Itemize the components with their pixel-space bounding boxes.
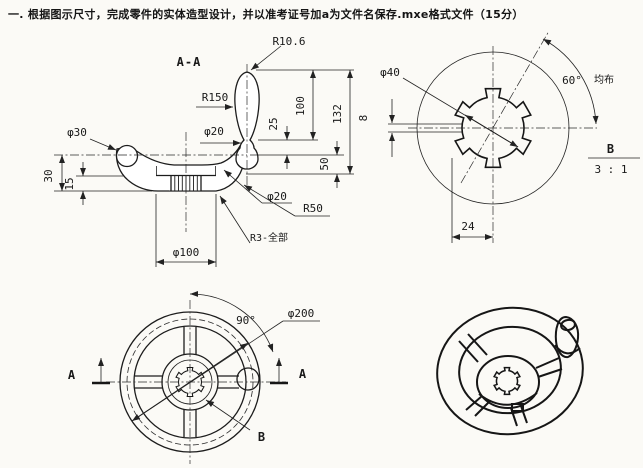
detail-label: B xyxy=(607,142,615,156)
dim-d40: φ40 xyxy=(380,66,400,79)
dim-132: 132 xyxy=(331,104,344,124)
dim-25: 25 xyxy=(267,117,280,130)
detail-ref-label: B xyxy=(258,430,266,444)
iso-handle-grip xyxy=(554,315,580,359)
dim-d20-rim: φ20 xyxy=(267,190,287,203)
detail-centerlines xyxy=(408,30,597,243)
detail-dimension-lines xyxy=(388,38,599,243)
front-view: 90° φ200 A A B xyxy=(68,291,320,464)
dim-50: 50 xyxy=(318,157,331,170)
iso-rim-outer xyxy=(436,306,584,436)
dim-90deg: 90° xyxy=(236,314,256,327)
cutting-plane-marks xyxy=(92,358,288,385)
iso-spline-hole xyxy=(493,366,521,396)
cut-label-left: A xyxy=(68,368,76,382)
dim-24: 24 xyxy=(461,220,475,233)
iso-hub-keymark xyxy=(511,403,524,412)
dim-d200: φ200 xyxy=(288,307,315,320)
dim-d30: φ30 xyxy=(67,126,87,139)
dim-r10-6: R10.6 xyxy=(272,35,305,48)
dim-r150: R150 xyxy=(202,91,229,104)
hub-bore-edges xyxy=(156,166,216,176)
dim-15: 15 xyxy=(63,177,76,190)
dim-60deg: 60° xyxy=(562,74,582,87)
dim-30: 30 xyxy=(42,169,55,182)
section-view-a-a: A-A R10.6 R150 φ30 φ20 25 100 132 50 φ20… xyxy=(42,35,354,267)
dim-d20-shaft: φ20 xyxy=(204,125,224,138)
handle-boss-circle xyxy=(236,367,260,391)
exercise-title: 一. 根据图示尺寸，完成零件的实体造型设计，并以准考证号加a为文件名保存.mxe… xyxy=(8,8,524,21)
spline-teeth xyxy=(170,175,202,191)
dim-r50: R50 xyxy=(303,202,323,215)
dim-8: 8 xyxy=(357,115,370,122)
section-extension-lines xyxy=(54,69,354,267)
iso-hub-base-arc xyxy=(478,392,538,406)
section-dimension-lines xyxy=(59,70,353,265)
front-dimension-lines xyxy=(131,291,320,422)
section-label: A-A xyxy=(177,55,202,69)
dim-r3-all: R3-全部 xyxy=(250,231,288,244)
section-leaders xyxy=(89,45,330,244)
dim-d100: φ100 xyxy=(173,246,200,259)
iso-rim-inner xyxy=(458,325,562,415)
detail-scale: 3 : 1 xyxy=(594,163,627,176)
rim-section-circle xyxy=(116,145,138,167)
iso-hub xyxy=(476,355,540,409)
detail-ref-leader xyxy=(205,399,251,431)
iso-handle-top-face xyxy=(560,318,576,332)
spline-window xyxy=(169,175,201,191)
rim-section-hatch xyxy=(115,144,139,168)
iso-handle-base-arc xyxy=(554,344,581,355)
note-evenly-spaced: 均布 xyxy=(594,74,614,86)
detail-view-b: φ40 60° 均布 8 24 B 3 : 1 xyxy=(357,30,640,243)
cut-label-right: A xyxy=(299,367,307,381)
section-centerlines xyxy=(54,64,248,232)
iso-view xyxy=(436,306,584,436)
dim-100: 100 xyxy=(294,96,307,116)
